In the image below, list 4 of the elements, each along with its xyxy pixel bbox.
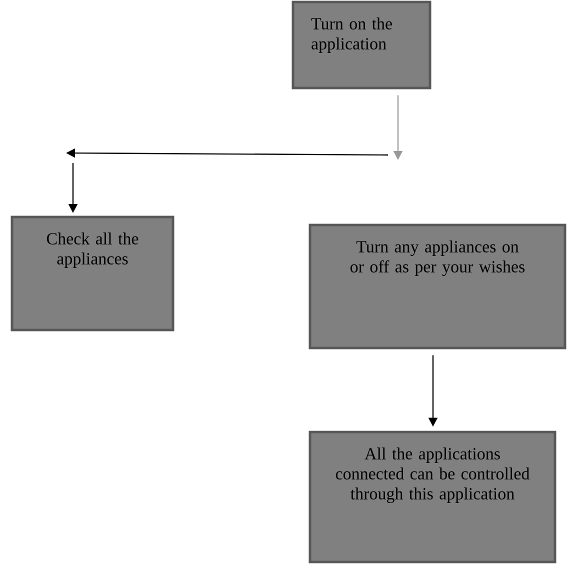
process-box: Turn any appliances on or off as per your wishes [308,224,566,350]
process-box: Turn on the application [292,0,432,90]
process-box: Check all the appliances [10,216,174,332]
process-box: All the applications connected can be controlled through this application [308,430,556,564]
